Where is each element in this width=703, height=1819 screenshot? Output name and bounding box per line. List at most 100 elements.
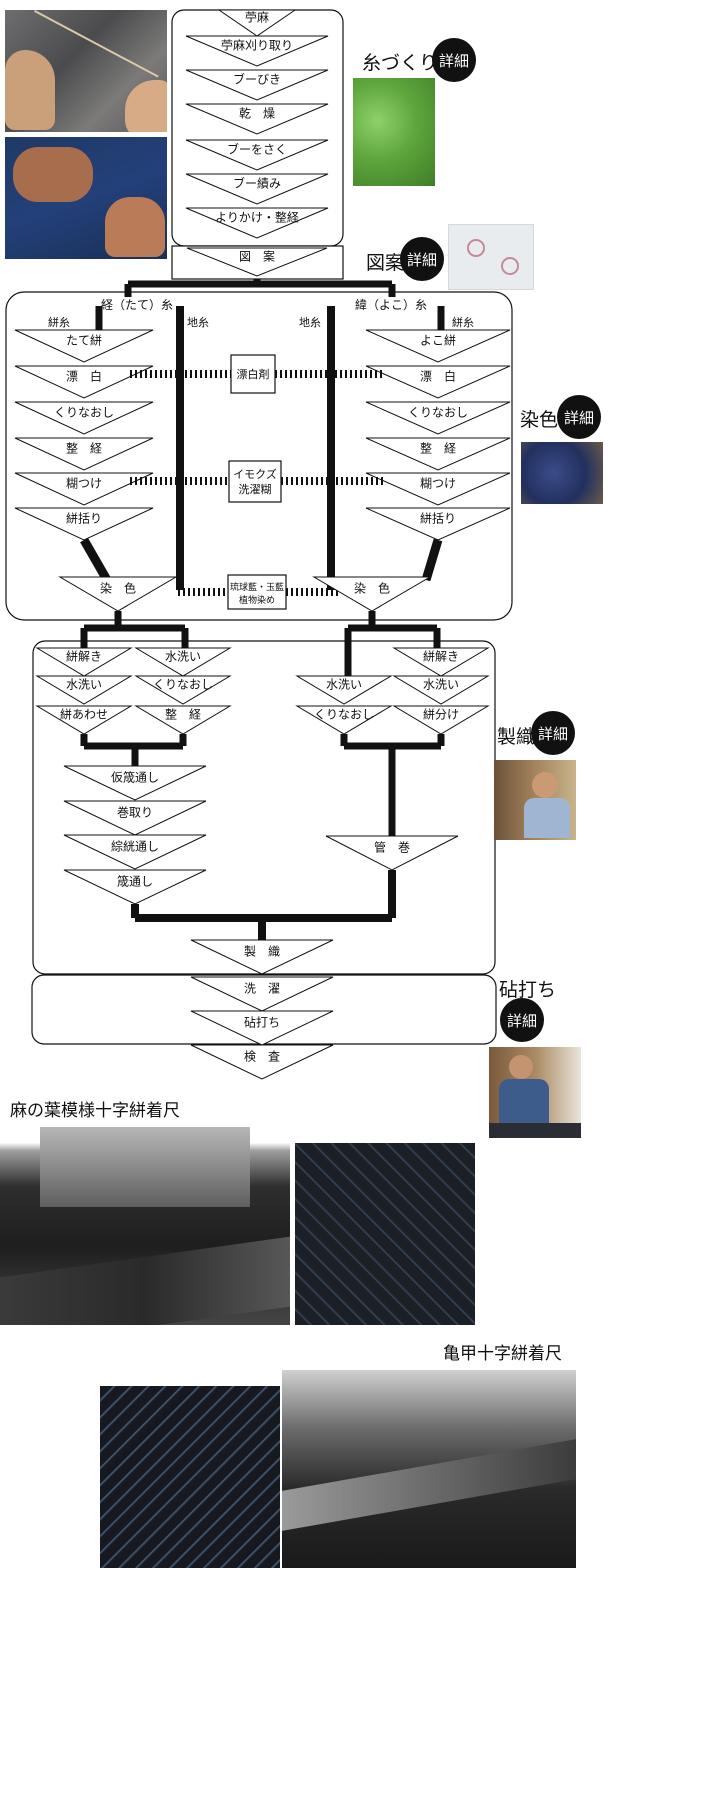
top-step-5-label: ブー績み bbox=[233, 176, 281, 191]
weave-step-shape bbox=[190, 939, 334, 975]
detail-button-itozukuri[interactable]: 詳細 bbox=[432, 38, 476, 82]
warp-step-2-shape bbox=[14, 401, 154, 435]
warp-final-1-label: 巻取り bbox=[117, 805, 153, 819]
warp-lower-left-2-label: 絣あわせ bbox=[60, 708, 108, 722]
weft-step-1-shape bbox=[365, 365, 511, 399]
detail-button-seishoku[interactable]: 詳細 bbox=[531, 711, 575, 755]
finish-step-2-shape bbox=[190, 1044, 334, 1080]
label-zuan: 図案 bbox=[366, 252, 405, 274]
weft-step-0-label: よこ絣 bbox=[420, 333, 456, 347]
top-step-3-label: 乾 燥 bbox=[239, 107, 275, 121]
warp-final-3-label: 筬通し bbox=[117, 873, 153, 888]
weft-step-5-label: 絣括り bbox=[420, 510, 456, 525]
weft-step-2-label: くりなおし bbox=[408, 405, 468, 419]
warp-lower-right-1-label: くりなおし bbox=[153, 678, 213, 692]
top-step-2-shape bbox=[185, 69, 329, 101]
warp-lower-right-1-shape bbox=[134, 675, 232, 705]
weft-kasuri-label: 絣糸 bbox=[452, 315, 474, 329]
label-kinuta: 砧打ち bbox=[499, 979, 557, 1001]
warp-step-4-shape bbox=[14, 472, 154, 506]
photo-ramie-plant bbox=[353, 78, 435, 186]
warp-final-0-label: 仮筬通し bbox=[111, 769, 159, 784]
dye-box bbox=[227, 574, 287, 610]
warp-lower-right-2-label: 整 経 bbox=[165, 707, 201, 722]
label-itozukuri: 糸づくり bbox=[362, 52, 439, 74]
label-seishoku: 製織 bbox=[497, 726, 536, 748]
dye-label-2: 植物染め bbox=[239, 594, 275, 606]
warp-step-5-label: 絣括り bbox=[66, 510, 102, 525]
warp-lower-left-0-shape bbox=[35, 647, 133, 677]
weft-step-0-shape bbox=[365, 329, 511, 363]
top-step-6-label: よりかけ・整経 bbox=[215, 210, 299, 225]
size-label-1: イモクズ bbox=[233, 467, 277, 481]
photo-product1-fabric bbox=[0, 1127, 290, 1325]
weft-step-1-label: 漂 白 bbox=[420, 368, 456, 383]
photo-thread-twisting bbox=[5, 137, 167, 259]
top-step-1-shape bbox=[185, 35, 329, 67]
warp-step-0-label: たて絣 bbox=[66, 333, 102, 347]
warp-header-bg bbox=[98, 297, 176, 311]
finish-step-0-label: 洗 濯 bbox=[244, 981, 280, 995]
photo-product1-closeup bbox=[295, 1143, 475, 1325]
detail-button-senshoku[interactable]: 詳細 bbox=[557, 395, 601, 439]
top-step-3-shape bbox=[185, 103, 329, 135]
warp-final-2-label: 綜絖通し bbox=[111, 838, 159, 853]
top-step-0-label: 苧麻 bbox=[245, 10, 269, 25]
warp-step-0-shape bbox=[14, 329, 154, 363]
warp-step-3-shape bbox=[14, 437, 154, 471]
weave-step-label: 製 織 bbox=[244, 944, 280, 958]
photo-pattern-drawing bbox=[448, 224, 534, 290]
finish-step-2-label: 検 査 bbox=[244, 1049, 280, 1063]
weft-header-bg bbox=[352, 297, 430, 311]
weft-to-dye-diag bbox=[421, 538, 443, 582]
warp-final-0-shape bbox=[63, 765, 207, 801]
weft-lower-left-1-shape bbox=[295, 705, 393, 735]
size-label-2: 洗濯糊 bbox=[239, 482, 272, 496]
weft-dye-shape bbox=[312, 576, 432, 612]
bleach-label: 漂白剤 bbox=[237, 367, 270, 381]
photo-dyeing bbox=[521, 442, 603, 504]
weft-lower-left-0-shape bbox=[295, 675, 393, 705]
photo-product2-fabric bbox=[282, 1370, 576, 1568]
dye-label-1: 琉球藍・玉藍 bbox=[230, 581, 284, 593]
weft-header: 緯（よこ）糸 bbox=[355, 297, 427, 312]
photo-fulling bbox=[489, 1047, 581, 1138]
finish-step-1-shape bbox=[190, 1010, 334, 1046]
weft-lower-right-2-shape bbox=[392, 705, 490, 735]
warp-step-3-label: 整 経 bbox=[66, 440, 102, 455]
weft-kandan-label: 管 巻 bbox=[374, 839, 410, 854]
warp-lower-right-0-shape bbox=[134, 647, 232, 677]
top-step-4-label: ブーをさく bbox=[227, 142, 287, 157]
warp-step-2-label: くりなおし bbox=[54, 405, 114, 419]
warp-lower-left-1-label: 水洗い bbox=[66, 678, 102, 692]
weft-ground-label: 地糸 bbox=[299, 316, 321, 329]
warp-to-dye-diag bbox=[80, 537, 111, 583]
warp-step-1-shape bbox=[14, 365, 154, 399]
weft-dye-label: 染 色 bbox=[354, 580, 390, 595]
warp-final-2-shape bbox=[63, 834, 207, 870]
weft-lower-right-0-shape bbox=[392, 647, 490, 677]
top-step-0-shape bbox=[217, 9, 297, 37]
detail-button-zuan[interactable]: 詳細 bbox=[400, 237, 444, 281]
weft-lower-right-2-label: 絣分け bbox=[423, 708, 459, 722]
warp-final-3-shape bbox=[63, 869, 207, 905]
weft-step-3-shape bbox=[365, 437, 511, 471]
weft-lower-right-1-shape bbox=[392, 675, 490, 705]
zuan-step-label: 図 案 bbox=[239, 249, 275, 264]
weft-step-2-shape bbox=[365, 401, 511, 435]
weft-lower-left-1-label: くりなおし bbox=[314, 708, 374, 722]
weft-lower-left-0-label: 水洗い bbox=[326, 678, 362, 692]
warp-lower-right-0-label: 水洗い bbox=[165, 650, 201, 664]
photo-thread-spinning bbox=[5, 10, 167, 132]
warp-lower-left-1-shape bbox=[35, 675, 133, 705]
warp-step-4-label: 糊つけ bbox=[66, 475, 102, 490]
top-step-6-shape bbox=[185, 207, 329, 239]
weft-lower-right-0-label: 絣解き bbox=[423, 650, 459, 664]
weft-step-5-shape bbox=[365, 507, 511, 541]
zuan-step-shape bbox=[186, 247, 328, 277]
detail-button-kinuta[interactable]: 詳細 bbox=[500, 998, 544, 1042]
warp-ground-label: 地糸 bbox=[187, 316, 209, 329]
weft-step-4-shape bbox=[365, 472, 511, 506]
product2-title: 亀甲十字絣着尺 bbox=[443, 1344, 562, 1364]
top-step-5-shape bbox=[185, 173, 329, 205]
